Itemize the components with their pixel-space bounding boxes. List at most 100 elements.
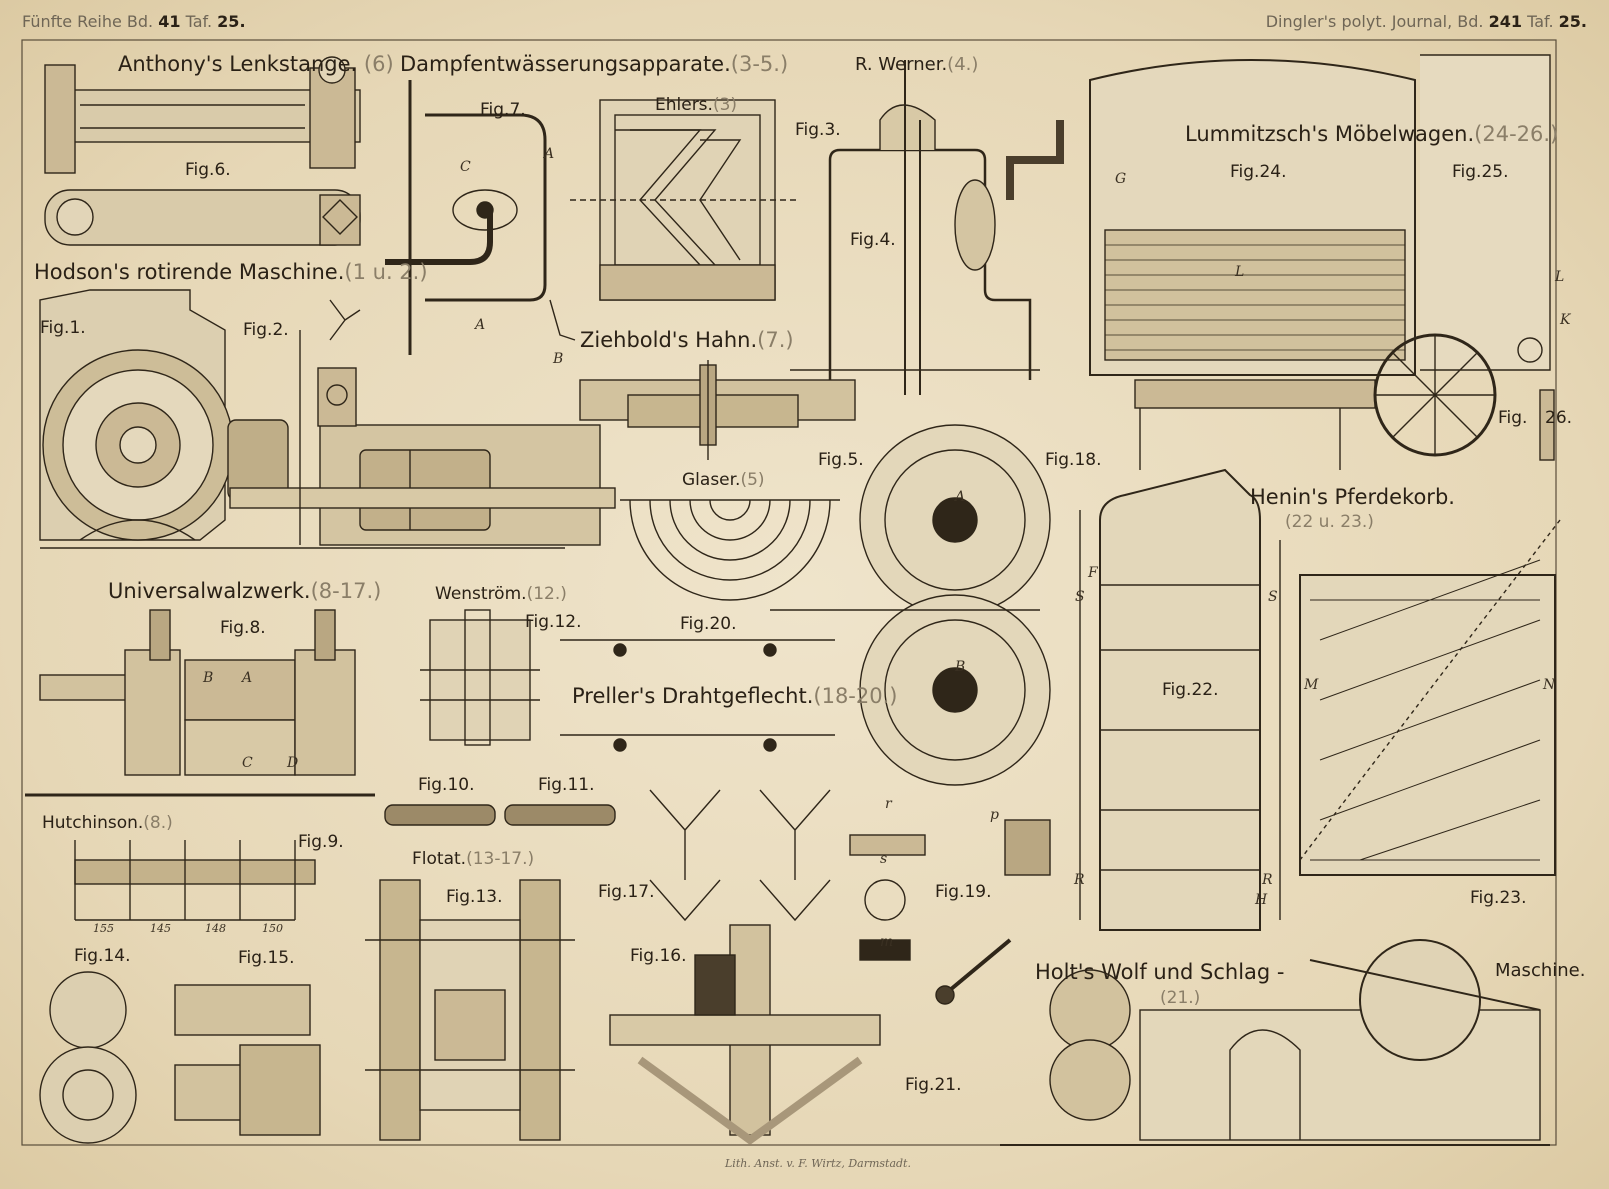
letter-B: B [553, 351, 564, 367]
letter-K: K [1560, 312, 1571, 328]
header-left-prefix: Fünfte Reihe Bd. [22, 12, 154, 31]
fig17-wire-joints [649, 789, 831, 922]
letter-p: p [990, 807, 999, 823]
fig2-machine-elevation [40, 299, 616, 549]
letter-A: A [475, 317, 486, 333]
letter-R: R [1262, 872, 1273, 888]
section-flotat: Flotat.(13-17.) [412, 849, 535, 869]
letter-R: R [1074, 872, 1085, 888]
header-right-volume: 241 [1488, 12, 1522, 31]
fig17-label: Fig.17. [598, 882, 655, 902]
lithographer-credit: Lith. Anst. v. F. Wirtz, Darmstadt. [725, 1157, 911, 1170]
letter-B: B [955, 659, 966, 675]
fig6-steering-rod [44, 56, 361, 246]
fig7-label: Fig.7. [480, 100, 526, 120]
header-left: Fünfte Reihe Bd. 41 Taf. 25. [22, 14, 246, 30]
fig20-label: Fig.20. [680, 614, 737, 634]
fig12-label: Fig.12. [525, 612, 582, 632]
fig25-label: Fig.25. [1452, 162, 1509, 182]
header-right-prefix: Dingler's polyt. Journal, Bd. [1265, 12, 1484, 31]
letter-D: D [287, 755, 299, 771]
section-preller: Preller's Drahtgeflecht.(18-20.) [572, 684, 898, 708]
fig24-furniture-wagon [1089, 59, 1416, 470]
letter-G: G [1115, 171, 1127, 187]
letter-s: s [880, 851, 888, 867]
fig10-label: Fig.10. [418, 775, 475, 795]
header-left-number: 25. [217, 12, 246, 31]
letter-C: C [460, 159, 471, 175]
dimension-155: 155 [93, 922, 114, 935]
letter-A: A [955, 489, 966, 505]
fig13-label: Fig.13. [446, 887, 503, 907]
section-ziehbold: Ziehbold's Hahn.(7.) [580, 328, 794, 352]
section-ehlers: Ehlers.(3) [655, 95, 738, 115]
fig9-sections [74, 840, 316, 921]
fig13-flotat-mill [365, 879, 575, 1141]
fig16-label: Fig.16. [630, 946, 687, 966]
fig11-label: Fig.11. [538, 775, 595, 795]
fig18-label: Fig.18. [1045, 450, 1102, 470]
fig12-wenstroem [420, 609, 540, 746]
dimension-148: 148 [205, 922, 226, 935]
fig26-label-b: 26. [1545, 408, 1573, 428]
letter-H: H [1255, 892, 1268, 908]
section-holt-ref: (21.) [1160, 988, 1201, 1008]
section-hodson: Hodson's rotirende Maschine.(1 u. 2.) [34, 260, 428, 284]
header-left-taf: Taf. [185, 12, 213, 31]
letter-N: N [1543, 677, 1556, 693]
section-werner: R. Werner.(4.) [855, 54, 979, 75]
letter-F: F [1088, 565, 1098, 581]
dimension-145: 145 [150, 922, 171, 935]
letter-A: A [544, 146, 555, 162]
fig10-11-bars [384, 804, 616, 826]
letter-A: A [242, 670, 253, 686]
fig7-steam-trap [385, 80, 576, 355]
fig3-label: Fig.3. [795, 120, 841, 140]
fig23-basket-plan [1299, 519, 1561, 876]
letter-L: L [1555, 269, 1565, 285]
fig26-label-a: Fig. [1498, 408, 1528, 428]
letter-r: r [885, 796, 892, 812]
header-right-taf: Taf. [1527, 12, 1554, 31]
fig3-ehlers-apparatus [570, 99, 800, 301]
section-henin-ref: (22 u. 23.) [1285, 512, 1374, 532]
letter-M: M [1304, 677, 1319, 693]
fig15-label: Fig.15. [238, 948, 295, 968]
section-lummitzsch: Lummitzsch's Möbelwagen.(24-26.) [1185, 122, 1559, 146]
letter-m: m [880, 934, 894, 950]
header-right: Dingler's polyt. Journal, Bd. 241 Taf. 2… [1266, 14, 1587, 30]
fig14-label: Fig.14. [74, 946, 131, 966]
fig1-rotary-machine [39, 289, 289, 541]
section-glaser: Glaser.(5) [682, 470, 765, 490]
fig9-label: Fig.9. [298, 832, 344, 852]
fig19-gear [849, 819, 1051, 1005]
fig20-wire-netting [560, 639, 835, 752]
fig16-universal-rolls [609, 924, 881, 1145]
section-anthony: Anthony's Lenkstange. (6) [118, 52, 394, 76]
fig4-werner-apparatus [790, 60, 1064, 395]
header-right-number: 25. [1558, 12, 1587, 31]
section-holt-title2: Maschine. [1495, 960, 1586, 981]
fig6-label: Fig.6. [185, 160, 231, 180]
fig15-roll [174, 984, 321, 1136]
fig22-horse-basket [1079, 468, 1281, 931]
fig25-wagon-side [1373, 54, 1555, 461]
fig21-holt-machine [1000, 939, 1550, 1146]
letter-S: S [1075, 589, 1085, 605]
section-universal: Universalwalzwerk.(8-17.) [108, 579, 382, 603]
header-left-volume: 41 [158, 12, 181, 31]
fig19-label: Fig.19. [935, 882, 992, 902]
fig8-rolling-mill [25, 609, 375, 797]
fig8-label: Fig.8. [220, 618, 266, 638]
letter-S: S [1268, 589, 1278, 605]
dimension-150: 150 [262, 922, 283, 935]
fig5-label: Fig.5. [818, 450, 864, 470]
letter-C: C [242, 755, 253, 771]
letter-B: B [203, 670, 214, 686]
fig14-roll-section [39, 971, 137, 1144]
section-holt: Holt's Wolf und Schlag - [1035, 960, 1285, 984]
fig21-label: Fig.21. [905, 1075, 962, 1095]
fig5-glaser [620, 499, 840, 601]
